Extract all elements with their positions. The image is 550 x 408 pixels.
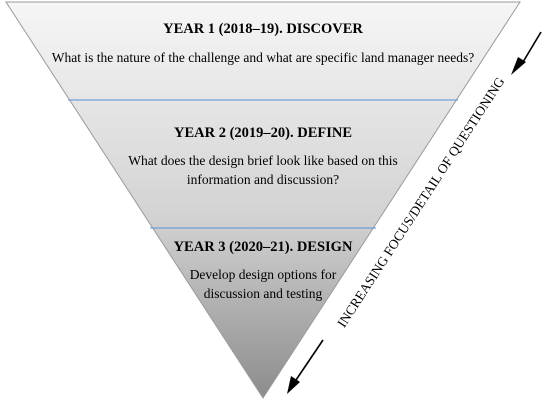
stage-define: YEAR 2 (2019–20). DEFINE What does the d… bbox=[128, 125, 398, 187]
stage-design-text-line-2: discussion and testing bbox=[204, 286, 323, 301]
focus-arrow-lower-head-icon bbox=[287, 376, 300, 394]
stage-define-title: YEAR 2 (2019–20). DEFINE bbox=[174, 125, 352, 141]
stage-define-question-line-1: What does the design brief look like bas… bbox=[128, 153, 398, 168]
stage-design-title: YEAR 3 (2020–21). DESIGN bbox=[174, 239, 353, 255]
stage-discover: YEAR 1 (2018–19). DISCOVER What is the n… bbox=[52, 21, 474, 65]
stage-design-text-line-1: Develop design options for bbox=[190, 267, 337, 282]
focus-arrow-upper-head-icon bbox=[511, 57, 526, 75]
stage-discover-title: YEAR 1 (2018–19). DISCOVER bbox=[163, 21, 363, 37]
stage-discover-question: What is the nature of the challenge and … bbox=[52, 50, 474, 65]
stage-design: YEAR 3 (2020–21). DESIGN Develop design … bbox=[174, 239, 353, 301]
focus-arrow-upper-segment bbox=[522, 31, 542, 63]
focus-arrow-lower-segment bbox=[295, 339, 324, 381]
stage-define-question-line-2: information and discussion? bbox=[187, 172, 339, 187]
inverted-triangle bbox=[5, 1, 521, 399]
focus-arrow bbox=[287, 31, 542, 394]
